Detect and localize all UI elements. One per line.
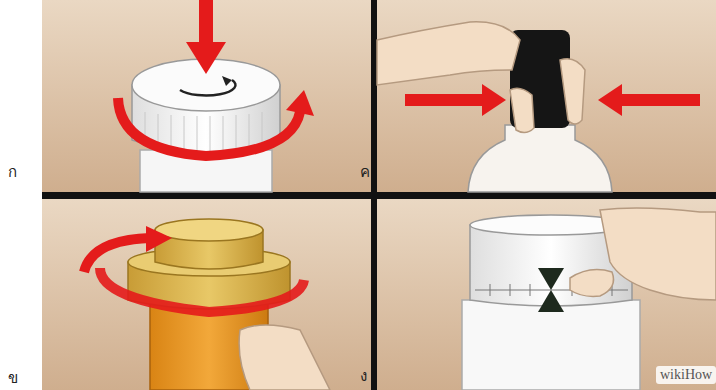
push-turn-illustration <box>118 0 314 192</box>
panel-background <box>42 199 371 390</box>
push-arrow <box>186 0 226 74</box>
bottle-body <box>468 125 612 192</box>
turn-arrow <box>118 98 300 156</box>
divider-line <box>42 192 716 199</box>
panel-letter: ก <box>8 160 17 184</box>
hand <box>377 22 520 85</box>
pill-bottle-illustration <box>84 219 330 390</box>
panel-letter: ข <box>8 366 18 390</box>
panel-letter: ค <box>360 160 370 184</box>
finger <box>560 59 585 124</box>
panel-letter: ง <box>360 364 367 388</box>
thumb <box>510 88 534 132</box>
squeeze-arrow <box>598 84 700 116</box>
bottle-body <box>462 300 640 390</box>
squeeze-illustration <box>377 22 700 192</box>
panel-background <box>42 0 371 192</box>
hand <box>600 208 716 300</box>
align-marker <box>538 268 564 290</box>
align-marker <box>538 290 564 312</box>
thumb <box>570 270 614 297</box>
panel-background <box>377 199 716 390</box>
turn-arrow-head <box>286 90 314 116</box>
panel-backgrounds <box>42 0 716 390</box>
squeeze-arrow <box>405 84 506 116</box>
watermark: wikiHow <box>656 366 716 384</box>
hand <box>239 325 330 390</box>
align-illustration <box>462 208 716 390</box>
panel-background <box>377 0 716 192</box>
turn-arrow <box>100 268 304 312</box>
turn-arrow <box>84 238 150 272</box>
turn-arrow-head <box>146 226 172 252</box>
divider-line <box>371 0 377 390</box>
turn-symbol-head <box>222 76 232 86</box>
